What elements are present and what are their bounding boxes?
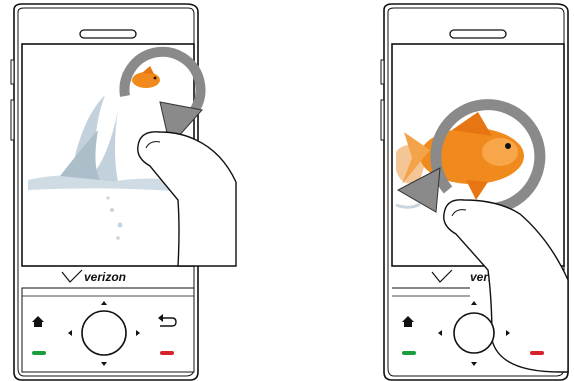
nav-select-button-left[interactable] [82, 311, 126, 355]
call-icon[interactable] [402, 351, 416, 355]
brand-label-left: verizon [84, 270, 126, 284]
keypad-left [22, 288, 194, 372]
nav-select-button-right[interactable] [454, 313, 494, 353]
end-call-icon[interactable] [160, 351, 174, 355]
call-icon[interactable] [32, 351, 46, 355]
end-call-icon[interactable] [530, 351, 544, 355]
